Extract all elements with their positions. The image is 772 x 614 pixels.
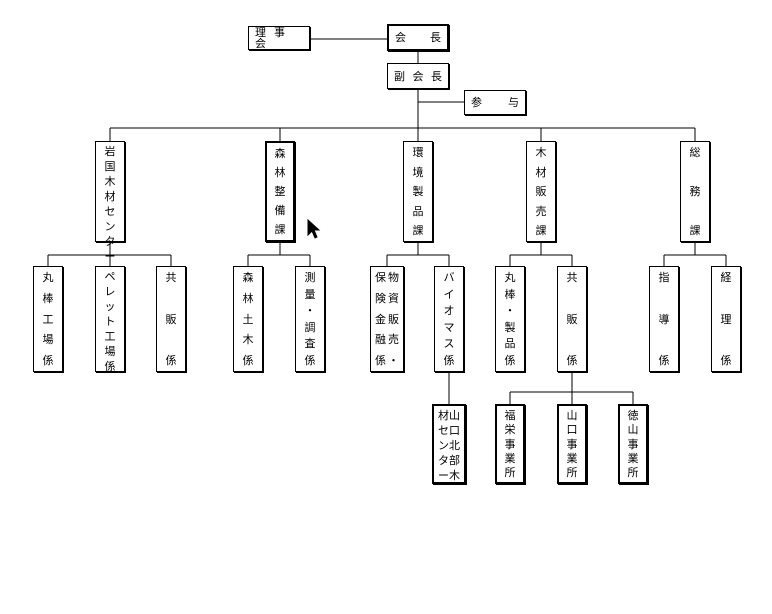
goods-insurance-col1: 保険金融係 (375, 271, 386, 367)
biomass-label: バイオマス係 (443, 271, 455, 367)
board-box: 理事会 (248, 26, 310, 50)
survey-label: 測量・調査係 (304, 271, 316, 367)
kyohan-2-box: 共販係 (557, 266, 587, 372)
advisor-box: 参与 (464, 90, 526, 115)
tokuyama-office-box: 徳山事業所 (618, 404, 648, 484)
goods-insurance-box: 保険金融係 物資販売・ (370, 266, 404, 372)
yamaguchi-north-col1: 材センター (438, 409, 449, 482)
yamaguchi-office-label: 山口事業所 (566, 409, 578, 479)
wood-sales-div-label: 木材販売課 (535, 146, 547, 237)
kyohan-1-box: 共販係 (156, 266, 186, 372)
general-div-box: 総務課 (680, 141, 710, 242)
advisor-label: 参与 (471, 96, 519, 109)
survey-box: 測量・調査係 (295, 266, 325, 372)
general-div-label: 総務課 (689, 146, 701, 237)
yamaguchi-north-center-box: 材センター 山口北部木 (432, 404, 466, 484)
vice-chairman-label: 副会長 (394, 69, 442, 83)
kyohan-2-label: 共販係 (566, 271, 578, 367)
kyohan-1-label: 共販係 (165, 271, 177, 367)
goods-insurance-col2: 物資販売・ (388, 271, 399, 367)
accounting-box: 経理係 (711, 266, 741, 372)
vice-chairman-box: 副会長 (387, 63, 449, 89)
guidance-box: 指導係 (649, 266, 679, 372)
env-div-box: 環境製品課 (403, 141, 433, 242)
maru-factory-box: 丸棒工場係 (33, 266, 63, 372)
biomass-box: バイオマス係 (434, 266, 464, 372)
iwakuni-center-label: 岩国木材センター (104, 145, 116, 263)
maru-products-label: 丸棒・製品係 (504, 271, 516, 367)
chairman-box: 会長 (387, 24, 449, 51)
fukuei-office-box: 福栄事業所 (495, 404, 525, 484)
maru-products-box: 丸棒・製品係 (495, 266, 525, 372)
pellet-factory-box: ペレット工場係 (95, 266, 125, 372)
accounting-label: 経理係 (720, 271, 732, 367)
guidance-label: 指導係 (658, 271, 670, 367)
forest-div-box: 森林整備課 (265, 141, 295, 242)
wood-sales-div-box: 木材販売課 (526, 141, 556, 242)
maru-factory-label: 丸棒工場係 (42, 271, 54, 367)
board-label: 理事会 (255, 26, 293, 50)
env-div-label: 環境製品課 (412, 146, 424, 237)
tokuyama-office-label: 徳山事業所 (627, 409, 639, 479)
pellet-factory-label: ペレット工場係 (104, 270, 116, 373)
mouse-pointer-icon (307, 219, 321, 239)
forest-civil-box: 森林土木係 (233, 266, 263, 372)
fukuei-office-label: 福栄事業所 (504, 409, 516, 479)
yamaguchi-office-box: 山口事業所 (557, 404, 587, 484)
forest-civil-label: 森林土木係 (242, 271, 254, 367)
yamaguchi-north-col2: 山口北部木 (449, 409, 460, 482)
chairman-label: 会長 (395, 31, 441, 44)
forest-div-label: 森林整備課 (274, 147, 286, 236)
iwakuni-center-box: 岩国木材センター (95, 141, 125, 263)
